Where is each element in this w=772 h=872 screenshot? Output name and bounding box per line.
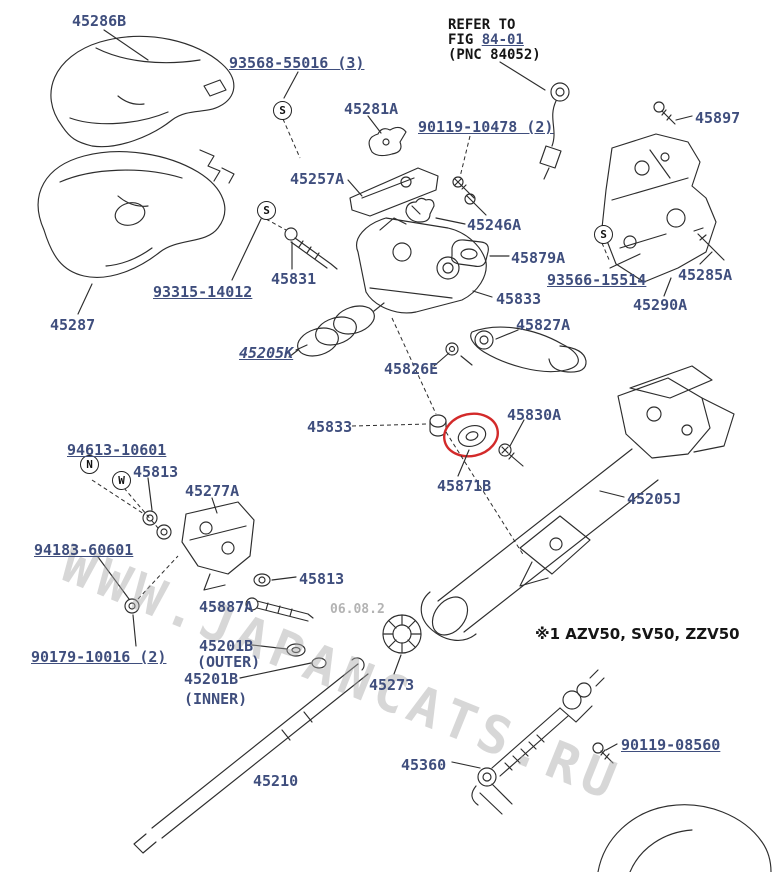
drawing-bracket-45277A — [181, 501, 255, 591]
drawing-bearing-45273 — [382, 614, 422, 654]
drawing-bolt-45887A — [245, 597, 314, 622]
refer-fig-prefix: FIG — [448, 32, 482, 48]
refer-note-line1: REFER TO — [448, 17, 516, 33]
drawing-bolt-90119-08560 — [592, 742, 614, 764]
symbol-s-circle-3: S — [594, 225, 613, 244]
model-note: ※1 AZV50, SV50, ZZV50 — [535, 625, 740, 643]
part-label-45813-upper: 45813 — [133, 463, 179, 481]
part-label-45887A: 45887A — [199, 598, 254, 616]
drawing-bushes-45201B — [286, 643, 327, 669]
drawing-pin-45285A — [693, 227, 725, 261]
refer-note-line2: FIG 84-01 — [448, 33, 524, 48]
part-label-inner-suffix: (INNER) — [184, 690, 248, 708]
drawing-clip-45281A — [368, 126, 407, 157]
part-label-45897: 45897 — [695, 109, 741, 127]
drawing-lever-45827A — [470, 326, 587, 373]
drawing-column-45205J — [420, 365, 735, 641]
part-label-45201B-inner: 45201B — [184, 670, 239, 688]
part-label-90119-08560[interactable]: 90119-08560 — [621, 736, 721, 754]
part-label-45833-left: 45833 — [307, 418, 353, 436]
part-label-93566-15514[interactable]: 93566-15514 — [547, 271, 647, 289]
drawing-washer-45826E — [445, 342, 473, 366]
part-label-45360: 45360 — [401, 756, 447, 774]
drawing-bolt-45831 — [284, 227, 338, 270]
symbol-s-circle-2: S — [257, 201, 276, 220]
part-label-45201B-outer: 45201B — [199, 637, 254, 655]
dashed-lines — [91, 118, 611, 600]
part-label-45286B: 45286B — [72, 12, 127, 30]
part-label-45281A: 45281A — [344, 100, 399, 118]
part-label-outer-suffix: (OUTER) — [197, 653, 261, 671]
part-label-45277A: 45277A — [185, 482, 240, 500]
part-label-90119-10478[interactable]: 90119-10478 (2) — [418, 118, 554, 136]
part-label-45210: 45210 — [251, 772, 301, 790]
refer-fig-link[interactable]: 84-01 — [481, 32, 524, 48]
drawing-bush-45813 — [253, 573, 271, 587]
part-label-45290A: 45290A — [633, 296, 688, 314]
drawing-bracket-45833-upper — [356, 217, 487, 314]
drawing-screw-45830A — [498, 443, 524, 467]
drawing-bracket-45257A — [349, 167, 439, 217]
drawing-hardware-nuts — [124, 510, 172, 614]
part-label-45246A: 45246A — [467, 216, 522, 234]
drawing-spring-45205K — [288, 302, 385, 358]
part-label-45813-lower: 45813 — [299, 570, 345, 588]
part-label-94613-10601[interactable]: 94613-10601 — [67, 441, 167, 459]
part-label-45285A: 45285A — [678, 266, 733, 284]
symbol-s-circle-1: S — [273, 101, 292, 120]
highlight-circle — [443, 412, 499, 458]
refer-note-line3: (PNC 84052) — [448, 47, 541, 63]
drawing-cover-clips — [199, 149, 235, 184]
symbol-w-circle: W — [112, 471, 131, 490]
drawing-clip-45246A — [405, 197, 435, 223]
part-label-94183-60601[interactable]: 94183-60601 — [34, 541, 134, 559]
part-label-45879A: 45879A — [511, 249, 566, 267]
part-label-45826E: 45826E — [384, 360, 439, 378]
part-label-45871B: 45871B — [437, 477, 492, 495]
drawing-cover-bottom-right — [597, 804, 772, 872]
part-label-45273: 45273 — [369, 676, 415, 694]
drawing-bolt-45897 — [653, 101, 676, 125]
drawing-screws-90119-10478 — [452, 176, 487, 216]
leader-lines — [77, 29, 713, 769]
drawing-shaft-45360 — [471, 669, 605, 815]
part-label-45205J: 45205J — [627, 490, 682, 508]
part-label-45831: 45831 — [271, 270, 317, 288]
drawing-grommet-45879A — [451, 239, 489, 267]
drawing-harness-clamp — [539, 82, 570, 180]
part-label-93568-55016[interactable]: 93568-55016 (3) — [229, 54, 365, 72]
part-label-45205K[interactable]: 45205K — [239, 344, 294, 362]
part-label-45827A: 45827A — [516, 316, 571, 334]
drawing-plate-45871B — [457, 424, 487, 448]
part-label-45833-upper: 45833 — [496, 290, 542, 308]
drawing-shaft-45210 — [133, 657, 369, 854]
part-label-93315-14012[interactable]: 93315-14012 — [153, 283, 253, 301]
part-label-45257A: 45257A — [290, 170, 345, 188]
part-label-45830A: 45830A — [507, 406, 562, 424]
drawing-bracket-45290A — [601, 133, 717, 283]
symbol-n-circle: N — [80, 455, 99, 474]
drawing-lower-cover-45287 — [37, 151, 226, 278]
watermark-date: 06.08.2 — [330, 602, 385, 617]
drawing-upper-cover-45286B — [50, 35, 235, 148]
part-label-45287: 45287 — [50, 316, 96, 334]
part-label-90179-10016[interactable]: 90179-10016 (2) — [31, 648, 167, 666]
